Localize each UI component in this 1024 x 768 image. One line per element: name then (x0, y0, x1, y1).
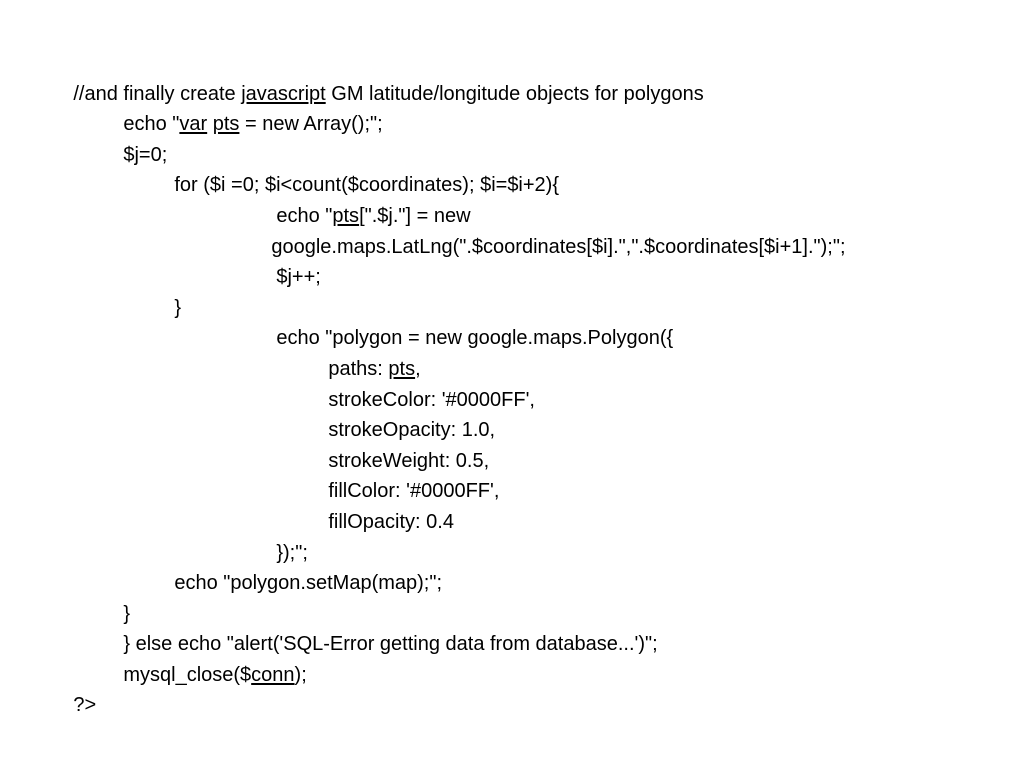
code-text: strokeColor: '#0000FF', (328, 388, 535, 411)
code-line-11: strokeColor: '#0000FF', (0, 354, 1024, 411)
code-text: GM latitude/longitude objects for polygo… (325, 82, 704, 105)
code-text: ?> (73, 694, 97, 717)
code-text: for ($i =0; $i<count($coordinates); $i=$… (174, 174, 560, 197)
code-block: //and finally create javascript GM latit… (0, 48, 1024, 717)
code-text: [".$j."] = new (359, 204, 471, 227)
code-text: fillOpacity: 0.4 (328, 510, 454, 533)
code-text: paths: (328, 357, 389, 380)
code-text: google.maps.LatLng(".$coordinates[$i].",… (271, 235, 846, 258)
underlined-word-pts: pts (332, 204, 360, 227)
code-text: echo "polygon.setMap(map);"; (174, 572, 443, 595)
code-line-10: paths: pts, (0, 323, 1024, 380)
code-line-18: } (0, 568, 1024, 625)
code-line-6: google.maps.LatLng(".$coordinates[$i].",… (0, 201, 1024, 258)
code-line-16: });"; (0, 507, 1024, 564)
code-line-15: fillOpacity: 0.4 (0, 476, 1024, 533)
code-line-7: $j++; (0, 232, 1024, 288)
code-line-12: strokeOpacity: 1.0, (0, 385, 1024, 441)
code-text: fillColor: '#0000FF', (328, 480, 500, 503)
underlined-word-conn: conn (251, 663, 295, 686)
code-text: //and finally create (73, 82, 242, 105)
code-text: echo "polygon = new google.maps.Polygon(… (276, 327, 674, 350)
code-line-21: ?> (0, 660, 1024, 716)
code-text: echo " (276, 204, 333, 227)
code-line-2: echo "var pts = new Array();"; (0, 79, 1024, 135)
code-line-20: mysql_close($conn); (0, 629, 1024, 686)
underlined-word-var: var (179, 113, 208, 136)
code-line-5: echo "pts[".$j."] = new (0, 170, 1024, 227)
code-text: $j=0; (123, 143, 168, 166)
code-line-1: //and finally create javascript GM latit… (0, 48, 1024, 105)
code-text: strokeOpacity: 1.0, (328, 419, 496, 442)
code-text: } (123, 602, 131, 625)
code-line-14: fillColor: '#0000FF', (0, 446, 1024, 502)
code-text: = new Array();"; (239, 113, 383, 136)
code-text: });"; (276, 541, 308, 564)
code-text: echo " (123, 113, 180, 136)
code-text: ); (294, 663, 307, 686)
code-line-19: } else echo "alert('SQL-Error getting da… (0, 599, 1024, 655)
code-text: $j++; (276, 266, 321, 289)
code-line-8: } (0, 262, 1024, 319)
code-line-3: $j=0; (0, 109, 1024, 166)
code-line-13: strokeWeight: 0.5, (0, 415, 1024, 472)
code-line-17: echo "polygon.setMap(map);"; (0, 538, 1024, 594)
code-line-4: for ($i =0; $i<count($coordinates); $i=$… (0, 140, 1024, 196)
underlined-word-pts: pts (388, 357, 416, 380)
code-text: } (174, 296, 182, 319)
code-text: mysql_close($ (123, 663, 252, 686)
code-text: } else echo "alert('SQL-Error getting da… (123, 633, 658, 656)
underlined-word-javascript: javascript (241, 82, 326, 105)
underlined-word-pts: pts (212, 113, 240, 136)
code-line-9: echo "polygon = new google.maps.Polygon(… (0, 293, 1024, 349)
code-text: , (415, 357, 421, 380)
code-text: strokeWeight: 0.5, (328, 449, 490, 472)
